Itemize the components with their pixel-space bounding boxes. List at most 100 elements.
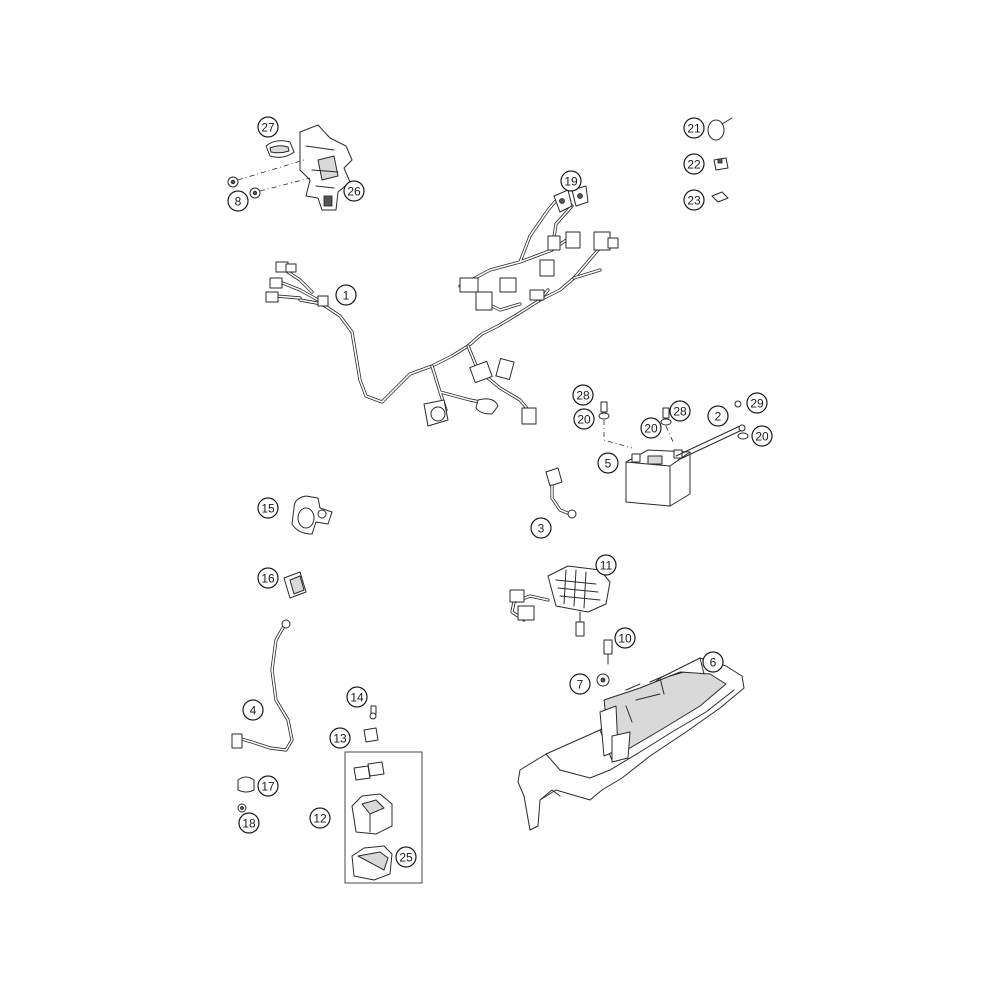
part-8-nuts — [227, 159, 311, 199]
callout-7: 7 — [569, 673, 591, 695]
callout-circle — [257, 567, 279, 589]
callout-number: 25 — [399, 851, 413, 865]
part-12-frame — [344, 751, 423, 884]
callout-number: 20 — [755, 430, 769, 444]
callout-28: 28 — [572, 384, 594, 406]
callout-number: 6 — [710, 656, 717, 670]
part-10-fuse — [575, 621, 613, 665]
assembly-line-5 — [603, 420, 675, 449]
part-11-regulator — [509, 565, 611, 631]
callout-15: 15 — [257, 497, 279, 519]
callout-number: 12 — [313, 812, 327, 826]
callout-circle — [238, 812, 260, 834]
part-13-cap — [363, 727, 379, 743]
callout-number: 13 — [333, 732, 347, 746]
callout-4: 4 — [242, 699, 264, 721]
callout-1: 1 — [335, 284, 357, 306]
callout-number: 14 — [350, 691, 364, 705]
part-3-cable — [545, 467, 577, 519]
callout-number: 26 — [347, 185, 361, 199]
callout-13: 13 — [329, 727, 351, 749]
callout-2: 2 — [707, 405, 729, 427]
callout-circle — [530, 517, 552, 539]
part-14-screw — [369, 705, 377, 720]
callout-29: 29 — [746, 392, 768, 414]
callout-circle — [257, 116, 279, 138]
callout-circle — [257, 497, 279, 519]
callout-number: 15 — [261, 502, 275, 516]
callout-27: 27 — [257, 116, 279, 138]
callout-6: 6 — [702, 651, 724, 673]
part-12-relay-assembly — [351, 761, 393, 835]
callout-3: 3 — [530, 517, 552, 539]
callout-number: 1 — [343, 289, 350, 303]
callout-20: 20 — [640, 417, 662, 439]
callout-circle — [309, 807, 331, 829]
part-1-wiring-harness — [265, 194, 619, 427]
callout-circle — [702, 651, 724, 673]
callout-circle — [683, 117, 705, 139]
callout-5: 5 — [597, 452, 619, 474]
callout-circle — [560, 170, 582, 192]
callout-circle — [569, 673, 591, 695]
callout-circle — [595, 554, 617, 576]
callout-20: 20 — [573, 408, 595, 430]
callout-circle — [572, 384, 594, 406]
callout-number: 20 — [577, 413, 591, 427]
callout-number: 20 — [644, 422, 658, 436]
callout-number: 8 — [235, 195, 242, 209]
callout-number: 17 — [261, 780, 275, 794]
part-28-bolts — [600, 400, 742, 419]
part-27-switch — [265, 140, 295, 158]
callout-circle — [395, 846, 417, 868]
callout-number: 19 — [564, 175, 578, 189]
callout-circle — [343, 180, 365, 202]
callout-circle — [614, 627, 636, 649]
part-20-washers — [598, 412, 749, 440]
callout-18: 18 — [238, 812, 260, 834]
part-4-cable — [231, 619, 294, 752]
callout-number: 18 — [242, 817, 256, 831]
callout-circle — [242, 699, 264, 721]
callouts: 1234567810111213141516171819202020212223… — [227, 116, 773, 868]
part-5-battery — [625, 449, 691, 507]
callout-number: 29 — [750, 397, 764, 411]
callout-number: 11 — [600, 559, 613, 573]
callout-12: 12 — [309, 807, 331, 829]
callout-25: 25 — [395, 846, 417, 868]
callout-16: 16 — [257, 567, 279, 589]
part-21-cable-tie — [707, 117, 733, 141]
callout-number: 23 — [687, 194, 701, 208]
callout-number: 22 — [687, 158, 701, 172]
part-22-clip — [713, 157, 729, 171]
callout-22: 22 — [683, 153, 705, 175]
callout-number: 21 — [687, 122, 701, 136]
callout-circle — [597, 452, 619, 474]
callout-26: 26 — [343, 180, 365, 202]
callout-11: 11 — [595, 554, 617, 576]
callout-number: 27 — [261, 121, 275, 135]
callout-8: 8 — [227, 190, 249, 212]
callout-number: 4 — [250, 704, 257, 718]
callout-number: 7 — [577, 678, 584, 692]
callout-14: 14 — [346, 686, 368, 708]
callout-number: 5 — [605, 457, 612, 471]
callout-circle — [683, 153, 705, 175]
callout-number: 2 — [715, 410, 722, 424]
callout-circle — [669, 400, 691, 422]
callout-circle — [746, 392, 768, 414]
part-25-cover — [351, 845, 393, 881]
callout-number: 28 — [673, 405, 687, 419]
callout-circle — [329, 727, 351, 749]
callout-circle — [640, 417, 662, 439]
part-17-boot — [237, 776, 255, 793]
callout-10: 10 — [614, 627, 636, 649]
part-6-battery-tray — [517, 657, 745, 831]
part-15-connector — [291, 495, 333, 535]
part-2-battery-cable — [675, 424, 746, 461]
callout-17: 17 — [257, 775, 279, 797]
callout-number: 3 — [538, 522, 545, 536]
callout-28: 28 — [669, 400, 691, 422]
part-18-nut — [237, 803, 247, 813]
callout-23: 23 — [683, 189, 705, 211]
